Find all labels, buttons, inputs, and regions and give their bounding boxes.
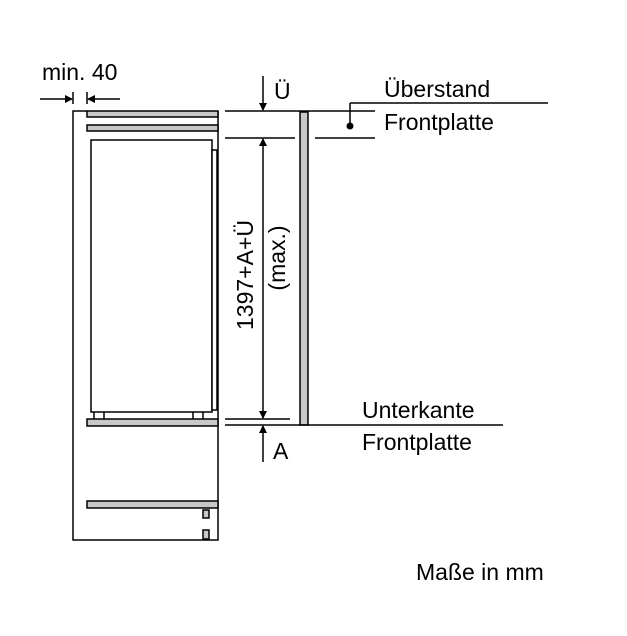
bottom-symbol: A	[273, 438, 289, 464]
top-panel	[86, 110, 219, 118]
foot-upper	[202, 509, 210, 519]
overhang-subtitle: Frontplatte	[384, 109, 494, 135]
units-note: Maße in mm	[416, 559, 544, 585]
min-gap-label: min. 40	[42, 59, 117, 85]
bottom-edge-subtitle: Frontplatte	[362, 429, 472, 455]
overhang-symbol: Ü	[274, 78, 291, 104]
door-hinge-strip	[211, 149, 218, 411]
bottom-edge-title: Unterkante	[362, 397, 475, 423]
appliance-body	[90, 139, 213, 413]
cabinet-outline	[72, 110, 219, 541]
leader-dot	[346, 122, 354, 130]
height-dim-label: 1397+A+Ü	[232, 220, 258, 330]
lower-shelf	[86, 500, 219, 509]
front-panel	[299, 111, 309, 426]
overhang-title: Überstand	[384, 76, 490, 102]
foot-lower	[202, 529, 210, 540]
appliance-base-shelf	[86, 418, 219, 427]
upper-shelf	[86, 124, 219, 132]
height-qualifier: (max.)	[264, 225, 290, 290]
